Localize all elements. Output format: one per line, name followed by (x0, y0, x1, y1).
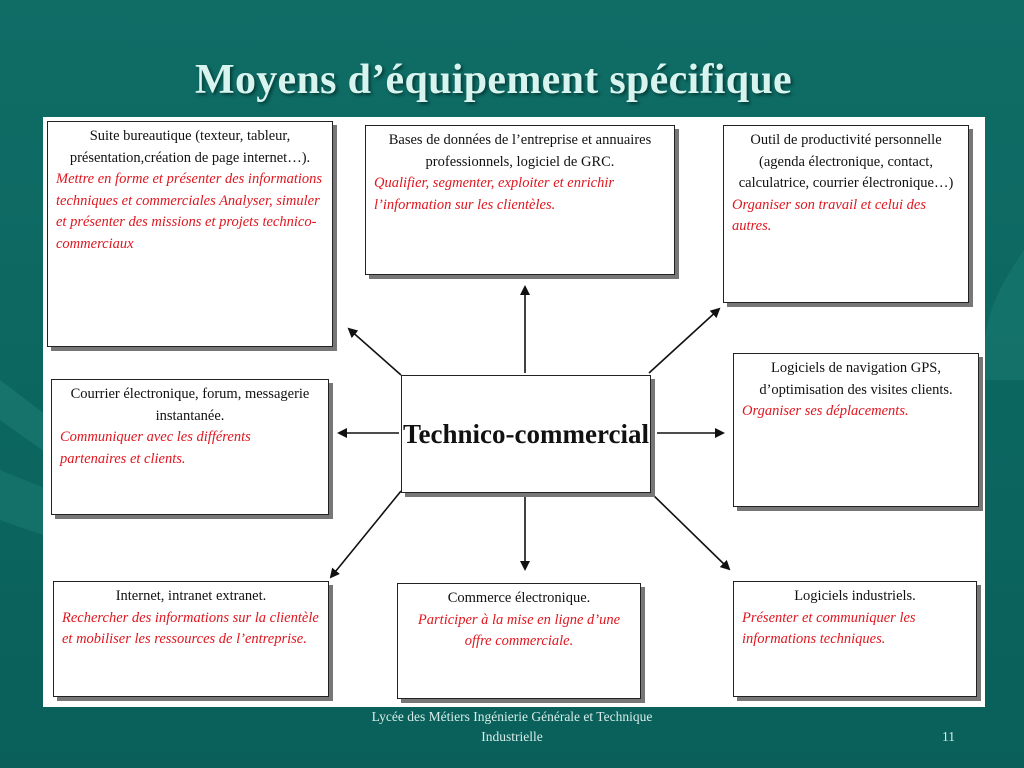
arrow-to-internet (329, 490, 402, 579)
diagram-arrows (329, 285, 731, 579)
box-email: Courrier électronique, forum, messagerie… (51, 379, 329, 515)
box-industrial-role: Présenter et communiquer les information… (742, 609, 916, 648)
box-email-role: Communiquer avec les différents partenai… (60, 429, 251, 467)
arrow-to-industrial (648, 490, 731, 571)
box-gps: Logiciels de navigation GPS, d’optimisat… (733, 353, 979, 507)
box-gps-main: Logiciels de navigation GPS, d’optimisat… (759, 360, 953, 398)
page-number: 11 (942, 729, 955, 744)
footer-school-name: Lycée des Métiers Ingénierie Générale et… (371, 709, 653, 744)
box-productivity-main: Outil de productivité personnelle (agend… (738, 132, 954, 191)
center-node: Technico-commercial (401, 375, 651, 493)
box-database: Bases de données de l’entreprise et annu… (365, 125, 675, 275)
box-database-main: Bases de données de l’entreprise et annu… (388, 132, 652, 170)
box-ecommerce-main: Commerce électronique. (447, 590, 591, 606)
box-gps-role: Organiser ses déplacements. (742, 403, 909, 419)
box-office-suite-role: Mettre en forme et présenter des informa… (56, 171, 323, 252)
box-ecommerce: Commerce électronique. Participer à la m… (397, 583, 641, 699)
slide-title: Moyens d’équipement spécifique (195, 57, 792, 103)
box-internet-role: Rechercher des informations sur la clien… (62, 609, 319, 648)
diagram-panel: Suite bureautique (texteur, tableur, pré… (43, 117, 985, 707)
box-office-suite: Suite bureautique (texteur, tableur, pré… (47, 121, 333, 347)
box-email-main: Courrier électronique, forum, messagerie… (70, 386, 310, 424)
box-internet-main: Internet, intranet extranet. (115, 588, 267, 604)
box-internet: Internet, intranet extranet. Rechercher … (53, 581, 329, 697)
box-database-role: Qualifier, segmenter, exploiter et enric… (374, 175, 615, 213)
box-industrial: Logiciels industriels. Présenter et comm… (733, 581, 977, 697)
box-industrial-main: Logiciels industriels. (794, 588, 916, 604)
arrow-to-productivity (648, 307, 721, 374)
box-productivity: Outil de productivité personnelle (agend… (723, 125, 969, 303)
arrow-to-office (347, 327, 402, 376)
box-productivity-role: Organiser son travail et celui des autre… (732, 196, 926, 235)
box-ecommerce-role: Participer à la mise en ligne d’une offr… (417, 611, 621, 650)
box-office-suite-main: Suite bureautique (texteur, tableur, pré… (69, 128, 311, 166)
